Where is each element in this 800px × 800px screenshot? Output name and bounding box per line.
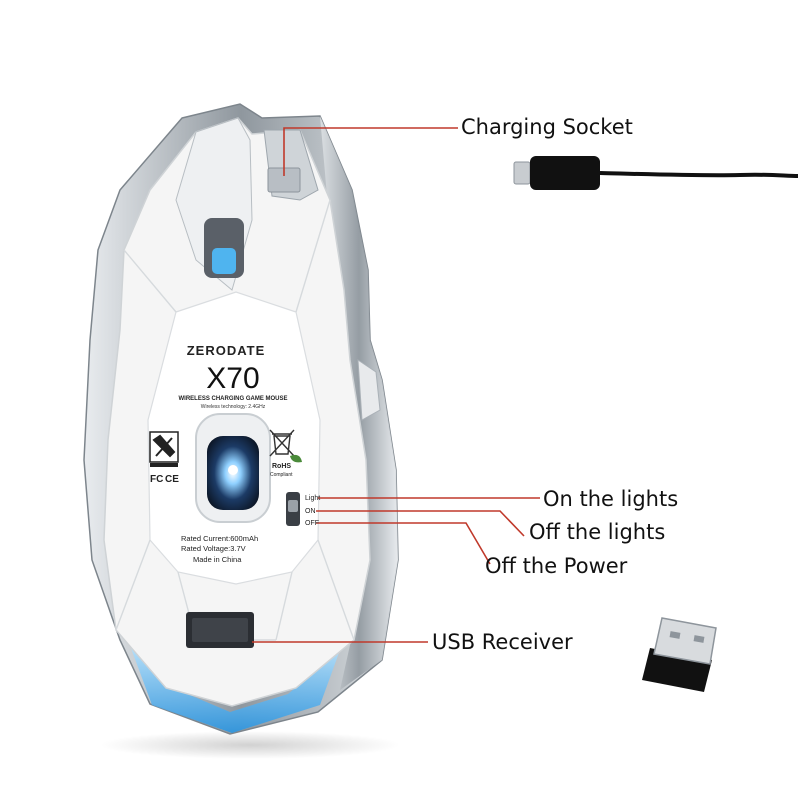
switch-label-off: OFF <box>305 520 319 527</box>
fc-mark: FC <box>150 474 163 485</box>
side-button <box>357 359 381 421</box>
body-seams <box>115 199 355 641</box>
ground-shadow <box>100 731 400 759</box>
switch-label-light: Light <box>305 495 320 502</box>
icon-caption-bar <box>150 463 178 467</box>
ce-mark: CE <box>165 474 179 485</box>
usb-receiver-inserted <box>192 618 248 642</box>
callout-line-off-power <box>316 522 491 565</box>
rohs-leaf-icon <box>290 454 302 463</box>
usb-dongle-contact-1 <box>669 631 681 639</box>
rohs-text: RoHS <box>272 463 291 470</box>
hammer-icon <box>152 434 176 458</box>
callout-line-off-lights <box>316 510 525 537</box>
usb-dongle-connector <box>653 617 717 665</box>
model-text: X70 <box>206 362 259 395</box>
switch-knob[interactable] <box>288 500 298 512</box>
micro-usb-plug-tip <box>513 161 531 185</box>
callout-on-the-lights: On the lights <box>543 487 679 511</box>
callout-off-the-power: Off the Power <box>485 554 628 578</box>
weee-bin-icon <box>269 429 295 457</box>
callout-charging-socket: Charging Socket <box>461 115 633 139</box>
switch-label-on: ON <box>305 508 316 515</box>
made-in-text: Made in China <box>193 555 242 564</box>
micro-usb-plug-body <box>530 156 600 190</box>
rated-voltage-text: Rated Voltage:3.7V <box>181 544 246 553</box>
brand-text: ZERODATE <box>187 343 266 358</box>
callout-usb-receiver: USB Receiver <box>432 630 573 654</box>
usb-dongle-contact-2 <box>693 635 705 643</box>
led-glow <box>128 640 340 733</box>
wireless-tech-text: Wireless technology: 2.4GHz <box>201 404 266 410</box>
callout-line-charging <box>283 127 458 176</box>
subtitle-text: WIRELESS CHARGING GAME MOUSE <box>178 396 287 402</box>
rated-current-text: Rated Current:600mAh <box>181 534 258 543</box>
charging-cable <box>599 171 799 178</box>
scroll-wheel <box>212 248 236 274</box>
sensor-flare <box>228 465 238 475</box>
compliant-text: Compliant <box>270 472 293 478</box>
callout-off-the-lights: Off the lights <box>529 520 666 544</box>
